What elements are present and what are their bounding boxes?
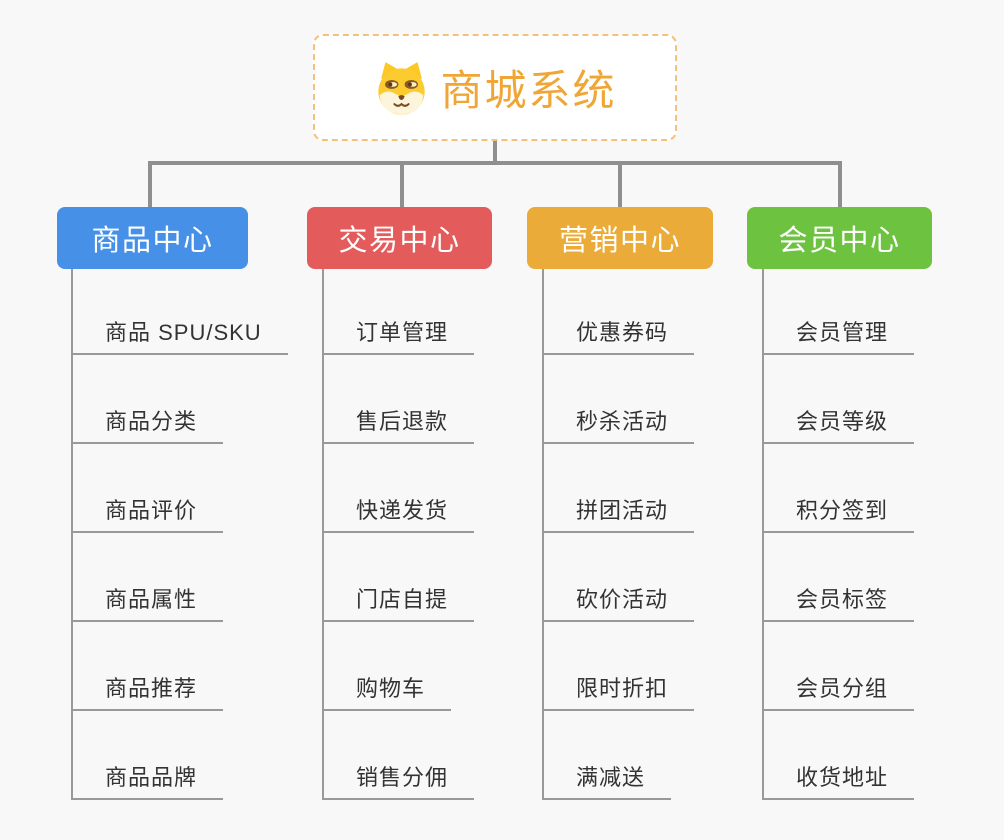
root-node[interactable]: 商城系统: [313, 34, 677, 141]
mindmap-node-product-spu-sku[interactable]: 商品 SPU/SKU: [71, 319, 288, 355]
mindmap-node-product-attribute[interactable]: 商品属性: [71, 586, 224, 622]
mindmap-node-points-checkin[interactable]: 积分签到: [762, 497, 915, 533]
mindmap-node-product-category[interactable]: 商品分类: [71, 408, 224, 444]
branch-header-product[interactable]: 商品中心: [57, 207, 248, 269]
mindmap-node-member-tag[interactable]: 会员标签: [762, 586, 915, 622]
branch-header-marketing[interactable]: 营销中心: [527, 207, 713, 269]
mindmap-node-coupon-code[interactable]: 优惠券码: [542, 319, 695, 355]
shiba-dog-icon: [378, 61, 426, 115]
mindmap-node-shopping-cart[interactable]: 购物车: [322, 675, 452, 711]
mindmap-node-store-pickup[interactable]: 门店自提: [322, 586, 475, 622]
mindmap-node-member-group[interactable]: 会员分组: [762, 675, 915, 711]
mindmap-node-express-delivery[interactable]: 快递发货: [322, 497, 475, 533]
mindmap-node-sales-commission[interactable]: 销售分佣: [322, 764, 475, 800]
mindmap-node-aftersale-refund[interactable]: 售后退款: [322, 408, 475, 444]
mindmap-node-limited-time-discount[interactable]: 限时折扣: [542, 675, 695, 711]
mindmap-node-order-management[interactable]: 订单管理: [322, 319, 475, 355]
branch-header-member[interactable]: 会员中心: [747, 207, 932, 269]
mindmap-node-shipping-address[interactable]: 收货地址: [762, 764, 915, 800]
mindmap-node-member-level[interactable]: 会员等级: [762, 408, 915, 444]
mindmap-node-product-recommend[interactable]: 商品推荐: [71, 675, 224, 711]
mindmap-node-product-review[interactable]: 商品评价: [71, 497, 224, 533]
mindmap-node-member-management[interactable]: 会员管理: [762, 319, 915, 355]
branch-header-trade[interactable]: 交易中心: [307, 207, 492, 269]
mindmap-node-product-brand[interactable]: 商品品牌: [71, 764, 224, 800]
root-title: 商城系统: [440, 67, 617, 114]
mindmap-node-flash-sale[interactable]: 秒杀活动: [542, 408, 695, 444]
mindmap-node-spend-save[interactable]: 满减送: [542, 764, 672, 800]
mindmap-node-bargain-activity[interactable]: 砍价活动: [542, 586, 695, 622]
mindmap-node-group-buy[interactable]: 拼团活动: [542, 497, 695, 533]
